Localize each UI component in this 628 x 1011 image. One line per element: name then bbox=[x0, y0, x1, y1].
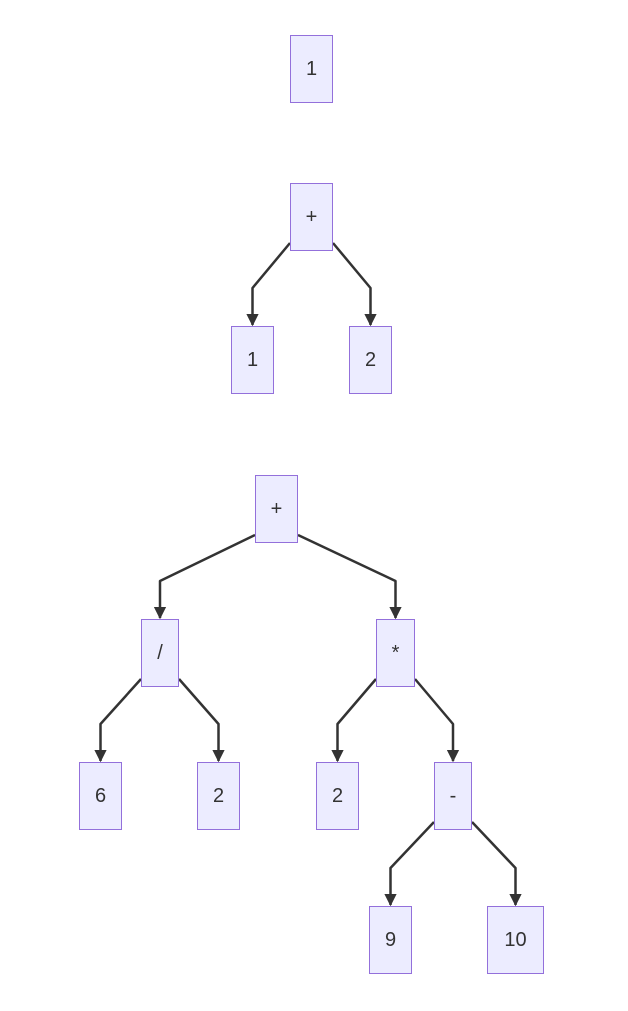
edge-t3_minus-to-t3_ten bbox=[471, 821, 522, 907]
tree-3-node-t3_nine: 9 bbox=[369, 906, 412, 974]
edge-t2_plus-to-t2_one bbox=[246, 242, 291, 327]
tree-3-node-t3_six: 6 bbox=[79, 762, 122, 830]
tree-3-node-t3_plus: + bbox=[255, 475, 298, 543]
tree-3-node-t3_ten: 10 bbox=[487, 906, 544, 974]
edge-t3_mul-to-t3_two_b bbox=[331, 678, 377, 763]
edge-t3_div-to-t3_six bbox=[94, 678, 142, 763]
tree-3-node-t3_mul: * bbox=[376, 619, 415, 687]
tree-2-node-t2_one: 1 bbox=[231, 326, 274, 394]
tree-1-node-t1_root: 1 bbox=[290, 35, 333, 103]
tree-2-node-t2_two: 2 bbox=[349, 326, 392, 394]
tree-2-node-t2_plus: + bbox=[290, 183, 333, 251]
edge-t3_minus-to-t3_nine bbox=[384, 821, 435, 907]
tree-3-node-t3_div: / bbox=[141, 619, 179, 687]
edge-t3_div-to-t3_two_a bbox=[178, 678, 225, 763]
tree-3-node-t3_minus: - bbox=[434, 762, 472, 830]
edge-t3_plus-to-t3_div bbox=[153, 533, 256, 620]
edge-t2_plus-to-t2_two bbox=[332, 242, 377, 327]
edge-t3_mul-to-t3_minus bbox=[414, 678, 460, 763]
tree-3-node-t3_two_a: 2 bbox=[197, 762, 240, 830]
tree-3-node-t3_two_b: 2 bbox=[316, 762, 359, 830]
edge-t3_plus-to-t3_mul bbox=[297, 533, 402, 620]
